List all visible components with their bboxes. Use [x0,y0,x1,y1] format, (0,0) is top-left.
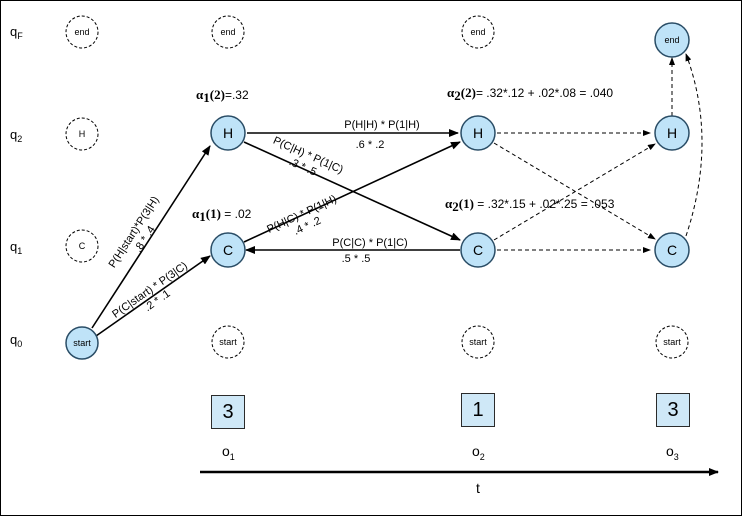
alpha-2-2: α2(2)= .32*.12 + .02*.08 = .040 [447,85,613,103]
time-axis-label: t [476,480,480,496]
state-end-t2 [461,15,495,49]
alpha-1-2: α1(2)=.32 [196,87,249,105]
edge-label-H-H: P(H|H) * P(1|H) .6 * .2 [344,119,419,151]
state-H-t3 [654,115,690,151]
state-start-t1 [211,325,245,359]
edge-C-H [243,141,461,243]
state-start-t0-label: start [73,338,91,348]
svg-text:.6 * .2: .6 * .2 [356,139,385,151]
state-H-t0 [65,117,99,151]
observation-box-2: 1 [461,393,495,427]
state-start-t3-label: start [663,337,681,347]
state-C-t2-label: C [473,242,483,258]
edge-label-start-C: P(C|start) * P(3|C) .2 * .1 [110,260,190,321]
edge-start-C [95,255,211,337]
alpha-2-1: α2(1) = .32*.15 + .02*.25 = .053 [445,196,615,214]
state-end-t1-label: end [220,27,235,37]
state-start-t3 [655,325,689,359]
state-start-t1-label: start [219,337,237,347]
state-C-t0-label: C [79,241,86,251]
state-H-t2 [460,115,496,151]
alpha-1-1: α1(1) = .02 [192,206,252,224]
state-C-t2 [460,232,496,268]
state-H-t1 [210,115,246,151]
edge-start-H [91,145,211,329]
state-H-t3-label: H [667,125,677,141]
edge-label-C-C: P(C|C) * P(1|C) .5 * .5 [332,237,407,265]
edge-label-H-C: P(C|H) * P(1|C) .3 * .5 [271,135,345,179]
state-C-t3-label: C [667,242,677,258]
svg-text:.5 * .5: .5 * .5 [342,253,371,265]
edge-C-end-dashed [685,53,703,237]
obs-label-2: o2 [472,443,485,462]
observation-box-3: 3 [656,393,690,427]
edge-label-start-H: P(H|start)*P(3|H) .8 * .4 [107,194,162,270]
state-start-t2-label: start [469,337,487,347]
state-H-t2-label: H [473,125,483,141]
state-H-t0-label: H [79,129,86,139]
state-end-t0 [65,15,99,49]
state-end-t2-label: end [470,27,485,37]
state-end-t1 [211,15,245,49]
obs-label-3: o3 [666,443,679,462]
state-end-t3 [654,22,690,58]
obs-label-1: o1 [222,443,235,462]
state-start-t2 [461,325,495,359]
row-label-q2: q2 [10,127,22,144]
state-H-t1-label: H [223,125,233,141]
svg-text:P(H|H) * P(1|H): P(H|H) * P(1|H) [344,119,419,131]
state-C-t3 [654,232,690,268]
state-start-t0 [65,326,99,360]
row-label-q1: q1 [10,239,22,256]
row-label-qF: qF [10,24,23,41]
svg-text:P(C|C) * P(1|C): P(C|C) * P(1|C) [332,237,407,249]
edge-C-H-dashed [493,143,656,241]
state-C-t1-label: C [223,242,233,258]
state-end-t0-label: end [74,27,89,37]
row-label-q0: q0 [10,332,22,349]
edge-H-C-dashed [493,142,656,240]
edge-H-C [243,141,461,241]
observation-box-1: 3 [211,395,245,429]
state-C-t0 [65,229,99,263]
state-end-t3-label: end [664,35,679,45]
state-C-t1 [210,232,246,268]
